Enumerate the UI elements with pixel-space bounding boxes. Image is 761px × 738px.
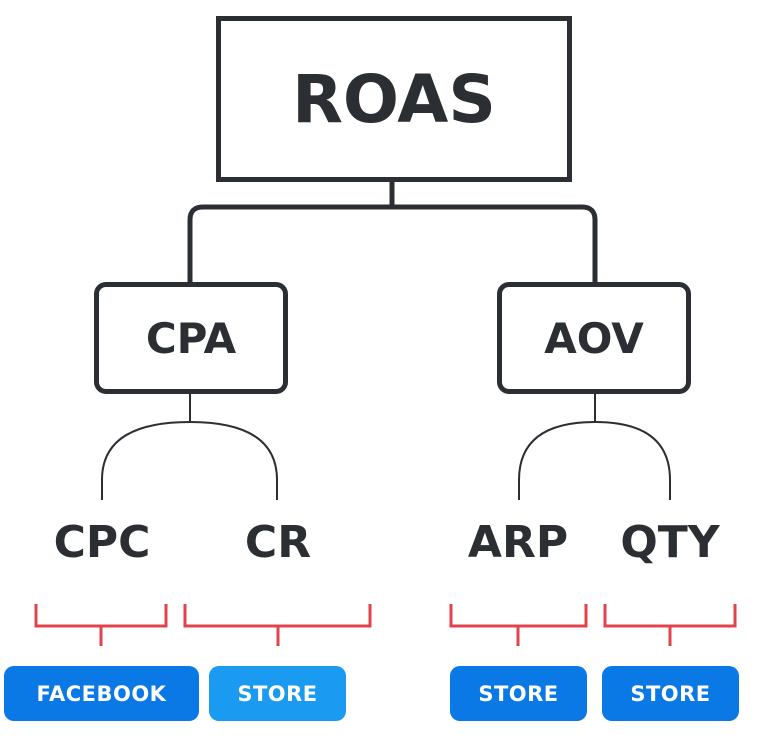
qty-label: QTY: [620, 517, 720, 568]
root-connector: [187, 182, 598, 285]
roas-box: ROAS: [216, 16, 572, 182]
arp-label: ARP: [467, 517, 569, 568]
roas-label: ROAS: [292, 60, 496, 138]
cpa-box: CPA: [94, 282, 288, 394]
store-badge-arp: STORE: [450, 666, 587, 721]
cr-label: CR: [244, 517, 312, 568]
cpc-label: CPC: [53, 517, 151, 568]
cpa-label: CPA: [145, 313, 237, 363]
bracket-cr: [183, 604, 372, 646]
store-badge-qty: STORE: [602, 666, 739, 721]
store-badge-cr: STORE: [209, 666, 346, 721]
source-brackets: [34, 604, 737, 646]
aov-split-connector: [518, 394, 671, 500]
bracket-arp: [449, 604, 588, 646]
aov-label: AOV: [544, 313, 644, 363]
facebook-badge: FACEBOOK: [4, 666, 199, 721]
cpa-split-connector: [101, 394, 278, 500]
bracket-cpc: [34, 604, 168, 646]
bracket-qty: [603, 604, 737, 646]
aov-box: AOV: [497, 282, 691, 394]
